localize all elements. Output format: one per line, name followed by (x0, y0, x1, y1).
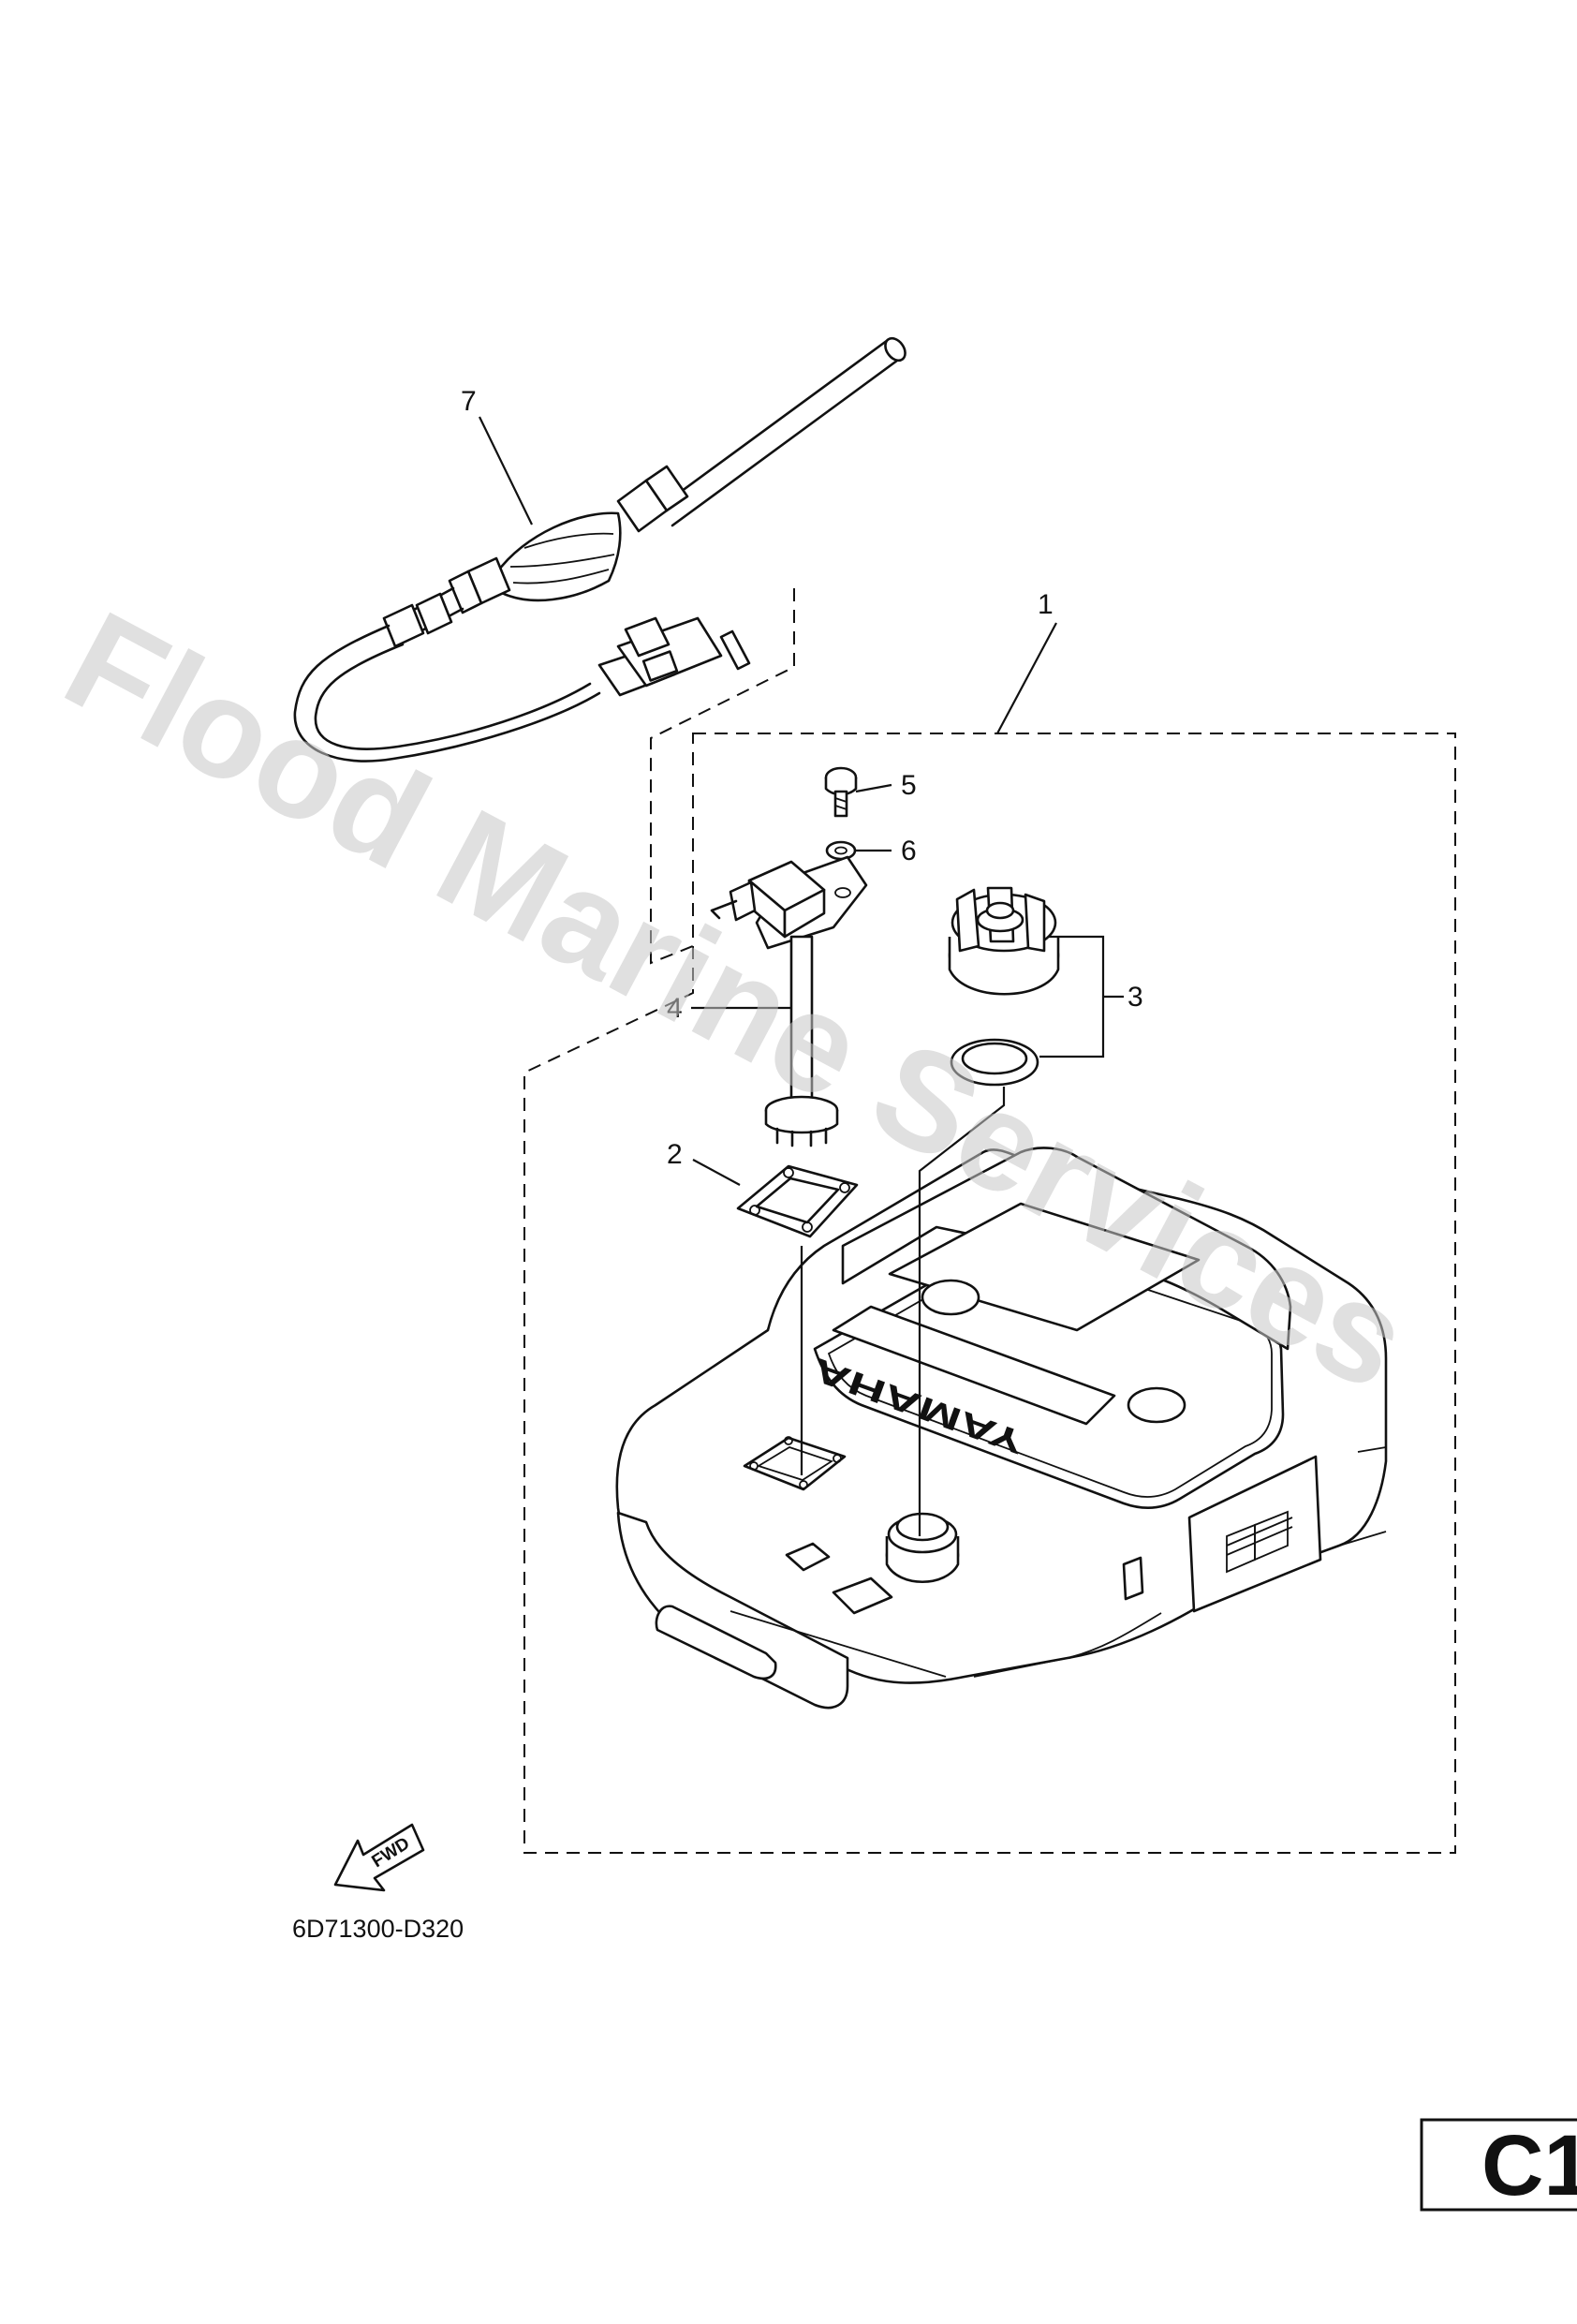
filler-cap-part (948, 886, 1060, 996)
diagram-reference: 6D71300-D320 (292, 1915, 464, 1943)
callout-1: 1 (1038, 589, 1054, 620)
callout-4: 4 (667, 993, 683, 1024)
callout-6: 6 (901, 836, 917, 866)
page-code-box: C1 (1420, 2118, 1577, 2213)
tank-assembly-outline (523, 733, 1456, 1854)
fuel-tank: YAMAHA (615, 1147, 1388, 1710)
watermark-text: Flood Marine Services (42, 581, 1433, 1420)
callout-5: 5 (901, 770, 917, 801)
fuel-line-assembly (293, 336, 906, 762)
gasket-part (736, 1164, 859, 1238)
callout-2: 2 (667, 1139, 683, 1170)
callout-3: 3 (1127, 982, 1143, 1013)
washer-part (825, 840, 857, 861)
fuel-line-connection-dash (650, 588, 795, 965)
page-code: C1 (1481, 2118, 1577, 2213)
o-ring-part (950, 1038, 1039, 1087)
leader-5 (855, 783, 892, 793)
leader-1 (996, 622, 1057, 734)
cap-to-tank-line (918, 1087, 1006, 1536)
leader-2 (692, 1159, 741, 1186)
screw-part (824, 766, 858, 818)
fwd-arrow-icon: FWD (333, 1823, 425, 1892)
leader-7 (479, 416, 533, 525)
callout-7: 7 (461, 386, 477, 417)
fuel-pickup-part (710, 855, 868, 1147)
